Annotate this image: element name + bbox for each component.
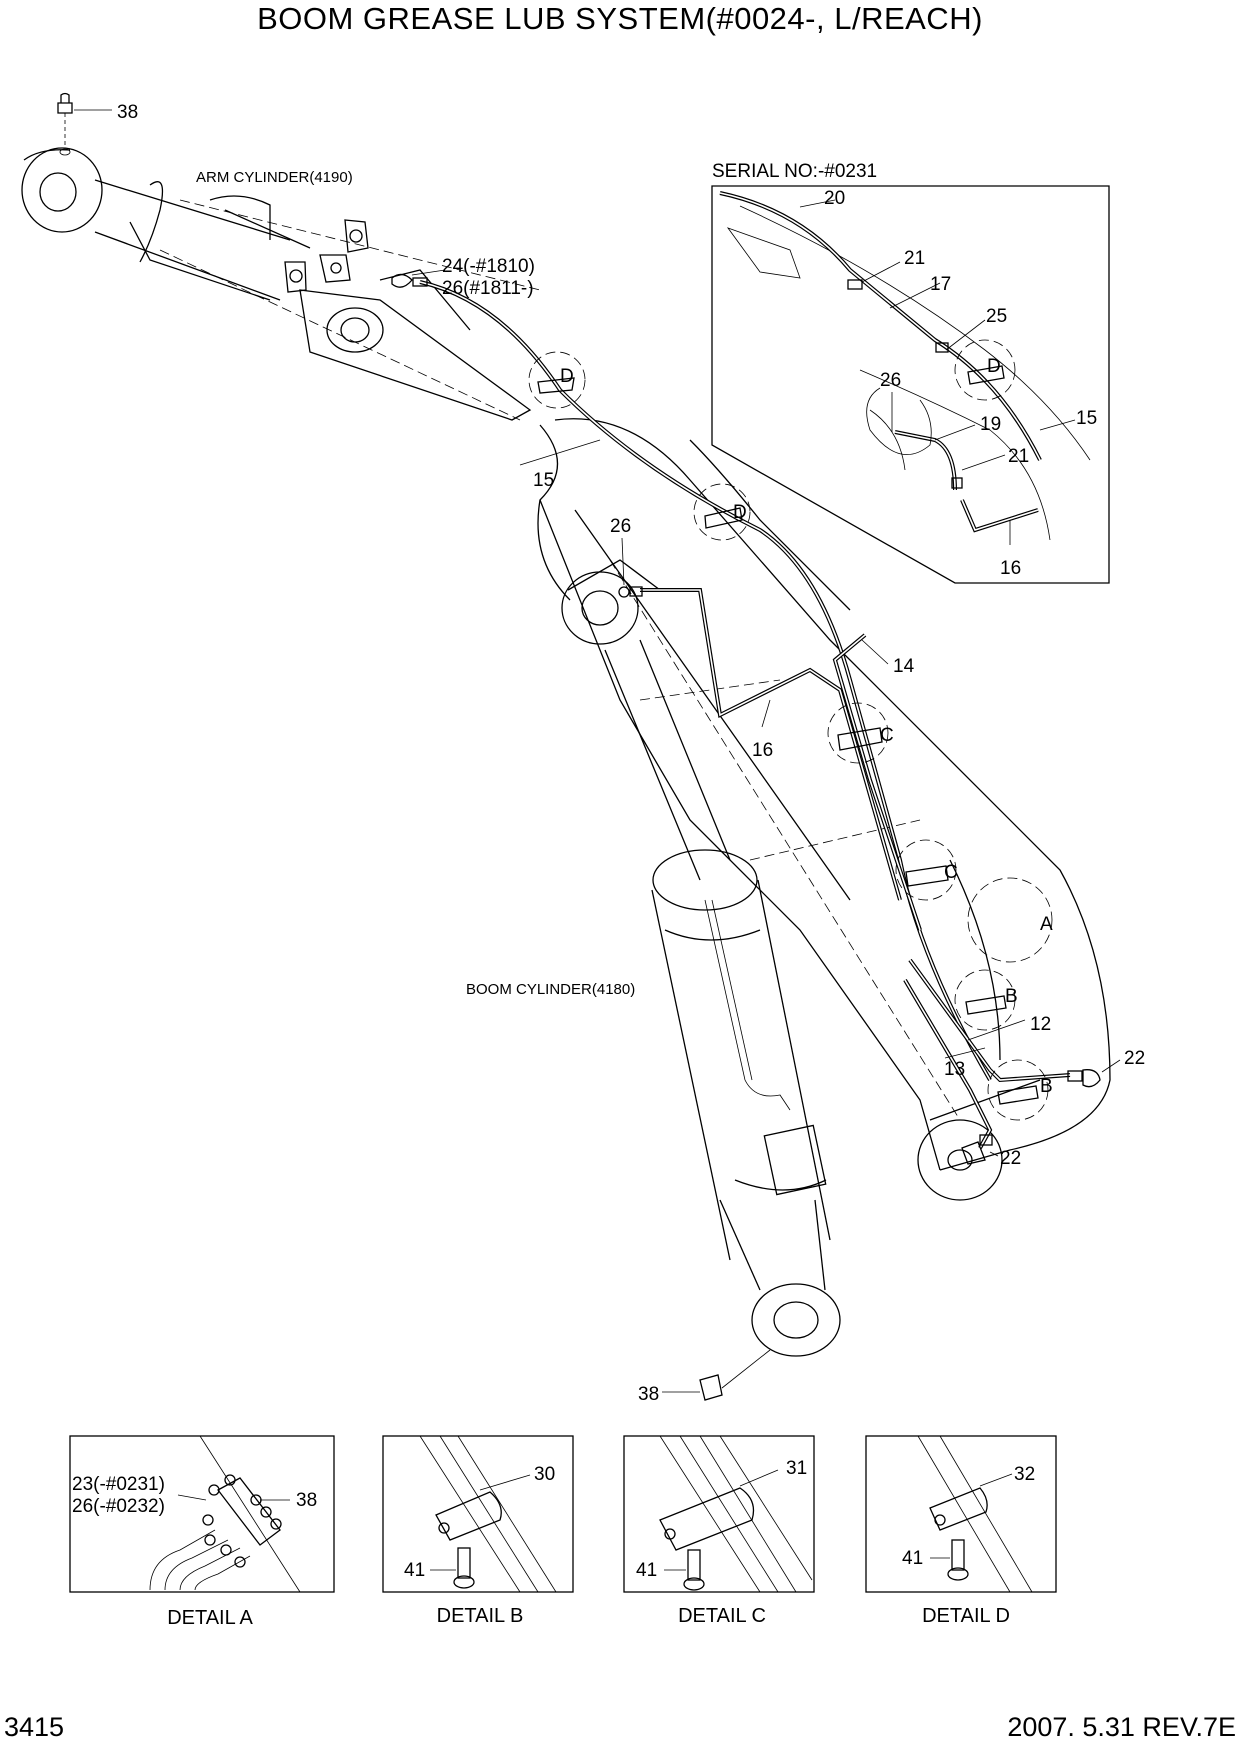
callout-22a: 22 xyxy=(1124,1048,1145,1069)
callout-12: 12 xyxy=(1030,1014,1051,1035)
detail-d-label-41: 41 xyxy=(902,1548,923,1569)
detail-a-label-38: 38 xyxy=(296,1490,317,1511)
inset-label-26: 26 xyxy=(880,370,901,391)
callout-38-top: 38 xyxy=(117,102,138,123)
boom-cylinder-drawing xyxy=(604,639,841,1401)
detail-a: 23(-#0231) 26(-#0232) 38 DETAIL A xyxy=(69,1435,335,1629)
boom-drawing xyxy=(537,418,1111,1201)
callout-d2: D xyxy=(733,502,747,523)
detail-a-label-26: 26(-#0232) xyxy=(72,1496,165,1517)
revision-stamp: 2007. 5.31 REV.7E xyxy=(1007,1712,1236,1742)
callout-b2: B xyxy=(1040,1076,1053,1097)
callout-c2: C xyxy=(944,862,958,883)
callout-38-bottom: 38 xyxy=(638,1384,659,1405)
callout-24: 24(-#1810) xyxy=(442,256,535,277)
boom-cylinder-label: BOOM CYLINDER(4180) xyxy=(466,981,635,998)
detail-d-caption: DETAIL D xyxy=(922,1605,1010,1627)
arm-cylinder-drawing xyxy=(21,92,541,421)
inset-label-15: 15 xyxy=(1076,408,1097,429)
callout-15: 15 xyxy=(533,470,554,491)
callout-16: 16 xyxy=(752,740,773,761)
detail-b-label-30: 30 xyxy=(534,1464,555,1485)
callout-14: 14 xyxy=(893,656,915,677)
detail-markers xyxy=(528,351,1053,1121)
detail-c-caption: DETAIL C xyxy=(678,1605,766,1627)
callout-c1: C xyxy=(880,725,894,746)
detail-b-label-41: 41 xyxy=(404,1560,425,1581)
callout-22b: 22 xyxy=(1000,1148,1021,1169)
callout-b1: B xyxy=(1005,986,1018,1007)
callout-a: A xyxy=(1040,914,1053,935)
detail-b-caption: DETAIL B xyxy=(437,1605,524,1627)
inset-label-17: 17 xyxy=(930,274,951,295)
inset-label-25: 25 xyxy=(986,306,1007,327)
serial-inset: SERIAL NO:-#0231 20 21 17 25 D 26 19 15 … xyxy=(711,161,1110,584)
callout-d1: D xyxy=(560,366,574,387)
arm-cylinder-label: ARM CYLINDER(4190) xyxy=(196,169,353,186)
inset-label-20: 20 xyxy=(824,188,845,209)
detail-b: 30 41 DETAIL B xyxy=(382,1435,574,1627)
detail-d-label-32: 32 xyxy=(1014,1464,1035,1485)
inset-label-d: D xyxy=(987,356,1001,377)
inset-label-19: 19 xyxy=(980,414,1001,435)
inset-label-16: 16 xyxy=(1000,558,1021,579)
inset-label-21b: 21 xyxy=(1008,446,1029,467)
detail-a-label-23: 23(-#0231) xyxy=(72,1474,165,1495)
serial-label: SERIAL NO:-#0231 xyxy=(712,161,877,182)
page-number: 3415 xyxy=(4,1712,65,1742)
main-callouts: ARM CYLINDER(4190) BOOM CYLINDER(4180) 3… xyxy=(117,102,1145,1405)
grease-pipes xyxy=(391,269,1121,1165)
page-title: BOOM GREASE LUB SYSTEM(#0024-, L/REACH) xyxy=(257,1,983,36)
inset-label-21a: 21 xyxy=(904,248,925,269)
detail-a-caption: DETAIL A xyxy=(167,1607,253,1629)
detail-c-label-41: 41 xyxy=(636,1560,657,1581)
callout-26b: 26 xyxy=(610,516,631,537)
detail-c: 31 41 DETAIL C xyxy=(623,1435,815,1627)
callout-26a: 26(#1811-) xyxy=(442,278,534,299)
detail-c-label-31: 31 xyxy=(786,1458,807,1479)
detail-d: 32 41 DETAIL D xyxy=(865,1435,1057,1627)
callout-13: 13 xyxy=(944,1059,965,1080)
